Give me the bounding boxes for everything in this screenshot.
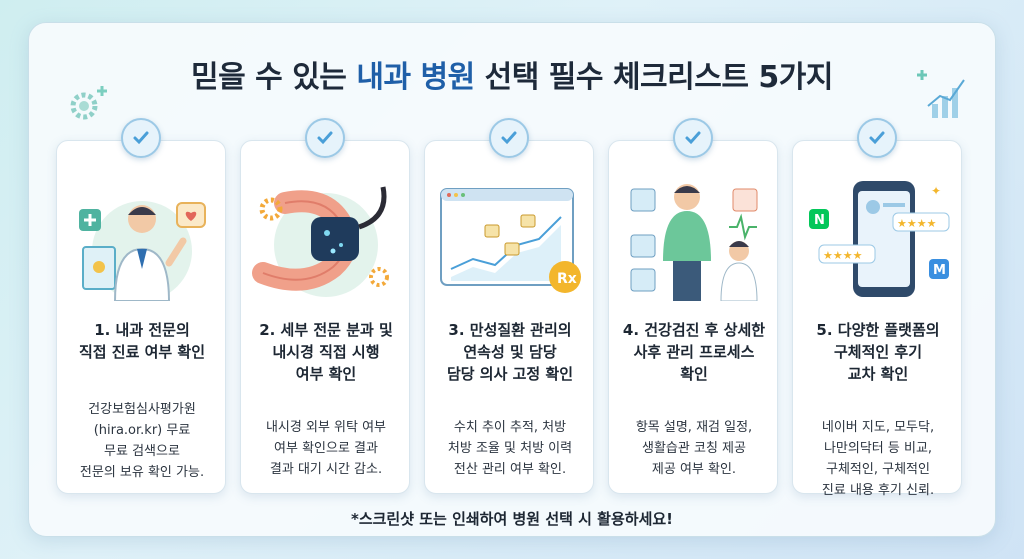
checklist-card-3: Rx 3. 만성질환 관리의 연속성 및 담당 담당 의사 고정 확인 수치 추…	[424, 140, 594, 494]
check-icon	[121, 118, 161, 158]
svg-text:N: N	[814, 213, 825, 228]
card-title: 5. 다양한 플랫폼의 구체적인 후기 교차 확인	[816, 321, 940, 383]
checkup-coaching-icon	[630, 184, 758, 301]
checklist-cards: 1. 내과 전문의 직접 진료 여부 확인 건강보험심사평가원 (hira.or…	[56, 118, 971, 498]
footer-note: *스크린샷 또는 인쇄하여 병원 선택 시 활용하세요!	[350, 510, 674, 528]
card-description: 수치 추이 추적, 처방 처방 조율 및 처방 이력 전산 관리 여부 확인.	[447, 420, 573, 477]
card-description: 건강보험심사평가원 (hira.or.kr) 무료 무료 검색으로 전문의 보유…	[79, 402, 205, 480]
check-icon	[489, 118, 529, 158]
checklist-card-1: 1. 내과 전문의 직접 진료 여부 확인 건강보험심사평가원 (hira.or…	[56, 140, 226, 494]
card-description: 항목 설명, 재검 일정, 생활습관 코칭 제공 제공 여부 확인.	[635, 420, 753, 477]
page-title: 믿을 수 있는 내과 병원 선택 필수 체크리스트 5가지	[191, 60, 833, 95]
checklist-card-2: 2. 세부 전문 분과 및 내시경 직접 시행 여부 확인 내시경 외부 위탁 …	[240, 140, 410, 494]
svg-text:✦: ✦	[931, 184, 941, 198]
card-title: 3. 만성질환 관리의 연속성 및 담당 담당 의사 고정 확인	[446, 321, 574, 383]
svg-text:M: M	[933, 263, 946, 278]
phone-reviews-icon: N M ★★★★ ★★★★ ✦	[809, 181, 950, 297]
check-icon	[857, 118, 897, 158]
growth-chart-icon	[917, 70, 965, 118]
endoscope-stomach-icon	[252, 186, 389, 297]
svg-text:★★★★: ★★★★	[823, 249, 863, 262]
checklist-card-5: N M ★★★★ ★★★★ ✦ 5. 다양한 플랫폼의 구체적인 후기 교차 확…	[792, 140, 962, 498]
gear-decoration-icon	[70, 86, 107, 120]
card-description: 네이버 지도, 모두닥, 나만의닥터 등 비교, 구체적인, 구체적인 진료 내…	[821, 420, 935, 498]
card-title: 4. 건강검진 후 상세한 사후 관리 프로세스 확인	[622, 321, 766, 383]
svg-text:Rx: Rx	[557, 271, 577, 287]
svg-text:★★★★: ★★★★	[897, 217, 937, 230]
card-title: 2. 세부 전문 분과 및 내시경 직접 시행 여부 확인	[259, 321, 393, 383]
check-icon	[305, 118, 345, 158]
card-title: 1. 내과 전문의 직접 진료 여부 확인	[78, 321, 206, 361]
check-icon	[673, 118, 713, 158]
checklist-card-4: 4. 건강검진 후 상세한 사후 관리 프로세스 확인 항목 설명, 재검 일정…	[608, 140, 778, 494]
chart-prescription-icon: Rx	[440, 188, 581, 293]
card-description: 내시경 외부 위탁 여부 여부 확인으로 결과 결과 대기 시간 감소.	[265, 420, 387, 477]
doctor-certificate-icon	[79, 201, 206, 301]
